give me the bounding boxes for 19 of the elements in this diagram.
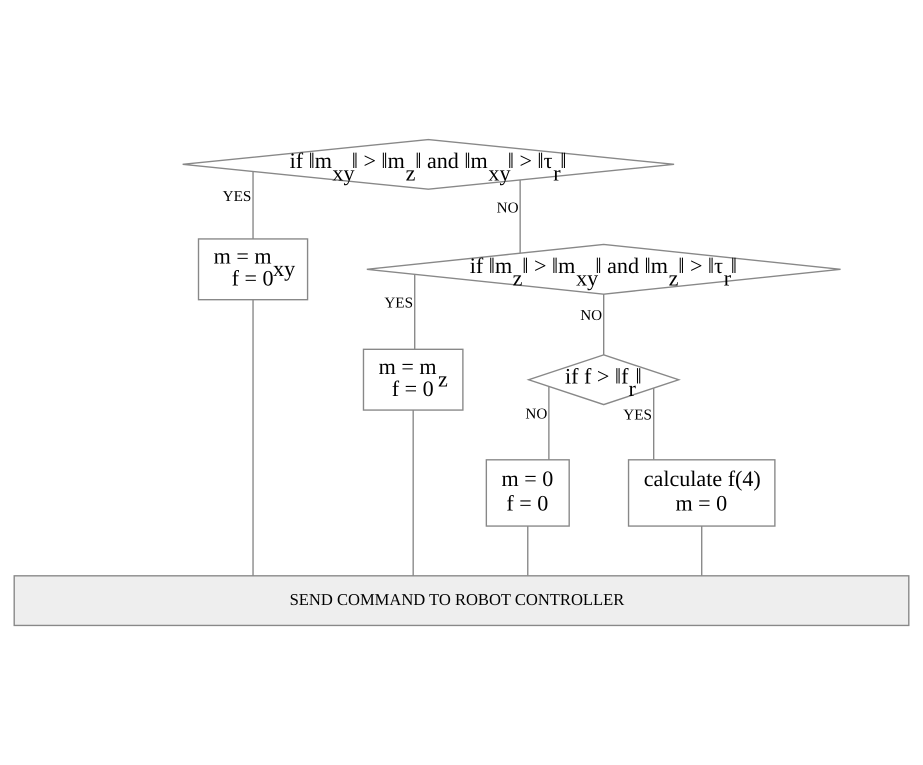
edge-label: NO <box>580 307 602 324</box>
connector <box>603 294 604 355</box>
connector <box>548 386 550 460</box>
node-box: calculate f(4) m = 0 <box>628 459 776 527</box>
edge-label: YES <box>222 188 252 205</box>
node-box: m = 0 f = 0 <box>486 459 570 527</box>
node-box: SEND COMMAND TO ROBOT CONTROLLER <box>14 575 910 626</box>
edge-label: YES <box>623 406 652 424</box>
connector <box>527 526 528 576</box>
connector <box>519 180 521 254</box>
connector <box>414 274 416 350</box>
edge-label: NO <box>525 406 548 423</box>
edge-label: YES <box>384 294 414 312</box>
connector <box>252 172 254 239</box>
connector <box>653 388 654 460</box>
edge-label: NO <box>496 199 519 216</box>
connector <box>412 410 414 576</box>
connector <box>252 300 254 576</box>
connector <box>701 526 702 576</box>
